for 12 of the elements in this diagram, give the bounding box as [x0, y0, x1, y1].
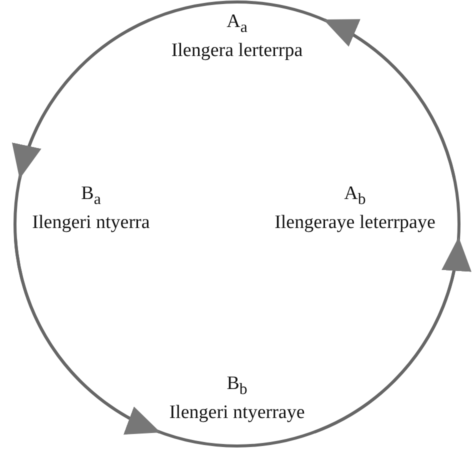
- section-name: Ilengeri ntyerraye: [169, 400, 305, 424]
- section-symbol: A$_{a}$: [226, 10, 248, 38]
- arrow: [323, 18, 456, 178]
- section-symbol: B$_{a}$: [81, 182, 101, 210]
- arrow: [14, 238, 161, 434]
- arrow: [14, 18, 150, 179]
- section-name: Ilengeraye leterrpaye: [274, 210, 436, 234]
- section-symbol: B$_{b}$: [226, 372, 248, 400]
- section-symbol: A$_{b}$: [344, 182, 366, 210]
- section-name: Ilengera lerterrpa: [171, 38, 303, 62]
- section-name: Ilengeri ntyerra: [32, 210, 150, 234]
- arrow: [314, 237, 470, 434]
